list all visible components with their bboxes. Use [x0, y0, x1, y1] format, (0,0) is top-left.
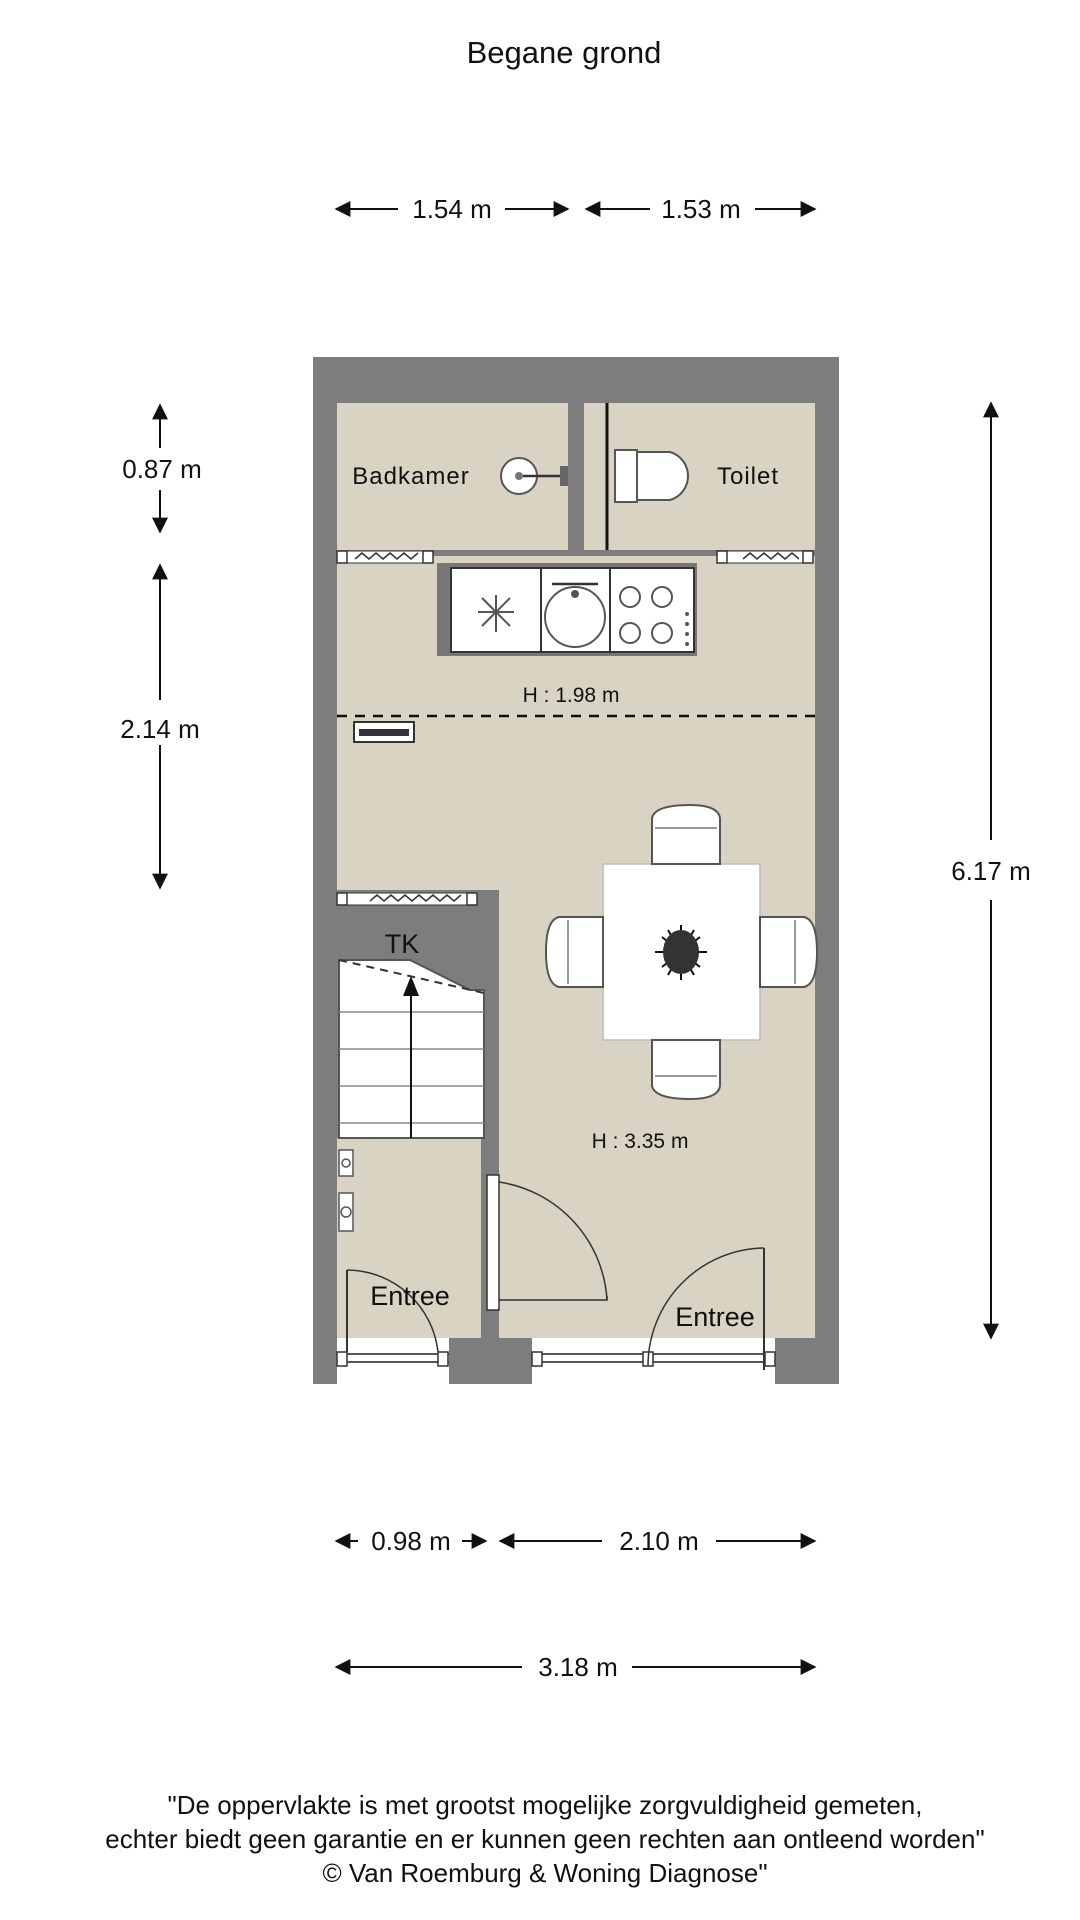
- floor-plan: Badkamer Toilet TK Entree Entree H : 1.9…: [313, 357, 839, 1384]
- dimension-bottom-left: 0.98 m: [334, 1526, 488, 1556]
- dimension-left-upper-label: 0.87 m: [122, 454, 202, 484]
- ceiling-height-main: H : 3.35 m: [592, 1130, 689, 1153]
- chair-left: [544, 916, 604, 988]
- dimension-left-middle-label: 2.14 m: [120, 714, 200, 744]
- bathroom-sink-icon: [500, 457, 568, 495]
- wall-cabinet-icon: [353, 721, 415, 743]
- dimension-bottom-total: 3.18 m: [334, 1652, 817, 1682]
- dimension-bottom-right: 2.10 m: [498, 1526, 817, 1556]
- interior-wall: [568, 403, 584, 550]
- dimension-top-right-label: 1.53 m: [661, 194, 741, 224]
- toilet-icon: [614, 449, 689, 503]
- dimension-top-right: 1.53 m: [584, 194, 817, 224]
- door-entrance-left-swing: [346, 1269, 439, 1353]
- door-entrance-right-swing: [647, 1247, 765, 1370]
- door-living-swing: [486, 1174, 608, 1311]
- chair-top: [651, 803, 721, 865]
- radiator-left: [336, 550, 434, 564]
- dining-table-icon: [602, 863, 761, 1041]
- chair-right: [759, 916, 819, 988]
- room-label-bathroom: Badkamer: [352, 463, 469, 490]
- radiator-stair: [336, 892, 478, 906]
- ceiling-height-upper: H : 1.98 m: [523, 684, 620, 707]
- stair-direction-arrow-icon: [403, 976, 419, 996]
- staircase: [338, 959, 485, 1139]
- disclaimer-line-3: © Van Roemburg & Woning Diagnose": [322, 1858, 767, 1888]
- dimension-left-middle: 2.14 m: [120, 563, 200, 890]
- meter-fixtures-icon: [338, 1149, 354, 1232]
- kitchen-sink-icon: [544, 582, 606, 648]
- dishwasher-icon: [478, 595, 514, 632]
- room-label-entrance-left: Entree: [370, 1281, 450, 1311]
- stove-icon: [619, 586, 689, 646]
- dimension-right-total-label: 6.17 m: [951, 856, 1031, 886]
- radiator-right: [716, 550, 814, 564]
- dimension-bottom-total-label: 3.18 m: [538, 1652, 618, 1682]
- disclaimer-line-1: "De oppervlakte is met grootst mogelijke…: [168, 1790, 923, 1820]
- room-label-entrance-right: Entree: [675, 1302, 755, 1332]
- chair-bottom: [651, 1039, 721, 1101]
- disclaimer-line-2: echter biedt geen garantie en er kunnen …: [105, 1824, 984, 1854]
- plan-title: Begane grond: [467, 35, 662, 70]
- dimension-right-total: 6.17 m: [951, 401, 1031, 1340]
- dimension-top-left: 1.54 m: [334, 194, 570, 224]
- room-label-toilet: Toilet: [717, 463, 779, 490]
- dimension-left-upper: 0.87 m: [122, 403, 202, 534]
- dimension-top-left-label: 1.54 m: [412, 194, 492, 224]
- dimension-bottom-left-label: 0.98 m: [371, 1526, 451, 1556]
- room-label-stairs: TK: [385, 929, 420, 959]
- entrance-floor: [337, 1138, 481, 1338]
- dimension-bottom-right-label: 2.10 m: [619, 1526, 699, 1556]
